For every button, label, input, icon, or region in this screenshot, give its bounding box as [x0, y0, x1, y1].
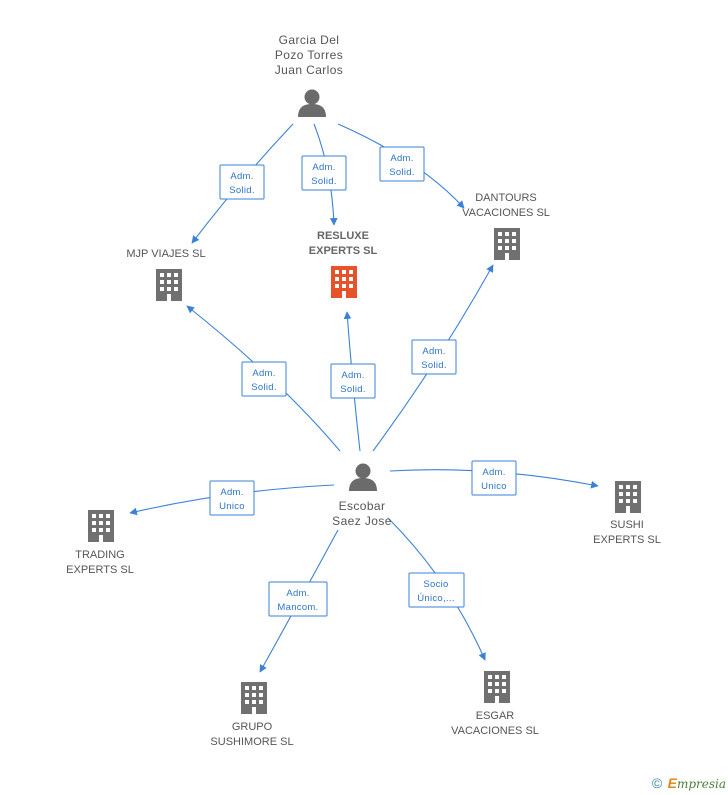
mjp-building-icon: [156, 269, 182, 301]
edge-label-line1: Adm.: [220, 487, 243, 498]
trading-building-icon: [88, 510, 114, 542]
edge-label-line2: Solid.: [421, 360, 447, 371]
edge-label-escobar-grupo: Adm. Mancom.: [268, 581, 328, 617]
edge-label-line2: Solid.: [311, 176, 337, 187]
grupo-node-label[interactable]: GRUPO SUSHIMORE SL: [210, 721, 294, 748]
edge-label-line1: Adm.: [252, 368, 275, 379]
garcia-person-icon: [298, 89, 326, 117]
edge-label-line2: Solid.: [340, 384, 366, 395]
edge-label-line2: Solid.: [229, 185, 255, 196]
brand-footer: © Empresia: [652, 775, 726, 791]
edge-label-line2: Único,...: [417, 593, 455, 604]
edge-label-escobar-dantours: Adm. Solid.: [411, 339, 457, 375]
edge-label-escobar-esgar: Socio Único,...: [408, 572, 465, 608]
sushi-node-label[interactable]: SUSHI EXPERTS SL: [593, 519, 661, 546]
resluxe-node-label[interactable]: RESLUXE EXPERTS SL: [308, 230, 378, 257]
edge-label-garcia-mjp: Adm. Solid.: [219, 164, 265, 200]
edge-label-line2: Solid.: [389, 167, 415, 178]
edge-label-line1: Adm.: [390, 153, 413, 164]
esgar-building-icon: [484, 671, 510, 703]
edge-label-escobar-resluxe: Adm. Solid.: [330, 363, 376, 399]
edge-label-line1: Adm.: [286, 588, 309, 599]
edge-label-escobar-sushi: Adm. Unico: [471, 460, 517, 496]
edge-label-line1: Adm.: [341, 370, 364, 381]
esgar-node-label[interactable]: ESGAR VACACIONES SL: [451, 710, 539, 737]
edge-label-line2: Solid.: [251, 382, 277, 393]
dantours-node-label[interactable]: DANTOURS VACACIONES SL: [462, 192, 550, 219]
edge-label-garcia-dantours: Adm. Solid.: [379, 146, 425, 182]
escobar-person-icon: [349, 463, 377, 491]
grupo-building-icon: [241, 682, 267, 714]
edge-label-line2: Unico: [481, 481, 507, 492]
edge-label-line1: Adm.: [230, 171, 253, 182]
edge-label-garcia-resluxe: Adm. Solid.: [301, 155, 347, 191]
dantours-building-icon: [494, 228, 520, 260]
edge-label-escobar-trading: Adm. Unico: [209, 480, 255, 516]
copyright-symbol: ©: [651, 775, 663, 791]
sushi-building-icon: [615, 481, 641, 513]
edge-label-line1: Adm.: [422, 346, 445, 357]
brand-logo-e: E: [667, 775, 677, 791]
edge-label-escobar-mjp: Adm. Solid.: [241, 361, 287, 397]
garcia-node-label[interactable]: Garcia Del Pozo Torres Juan Carlos: [274, 33, 344, 77]
edge-label-line2: Mancom.: [277, 602, 318, 613]
edge-label-line1: Socio: [423, 579, 448, 590]
edge-label-line1: Adm.: [482, 467, 505, 478]
brand-logo-text: mpresia: [676, 777, 726, 791]
mjp-node-label[interactable]: MJP VIAJES SL: [126, 248, 206, 260]
edge-label-line2: Unico: [219, 501, 245, 512]
resluxe-building-icon: [331, 266, 357, 298]
edge-label-line1: Adm.: [312, 162, 335, 173]
escobar-node-label[interactable]: Escobar Saez Jose: [332, 499, 392, 528]
trading-node-label[interactable]: TRADING EXPERTS SL: [66, 549, 134, 576]
